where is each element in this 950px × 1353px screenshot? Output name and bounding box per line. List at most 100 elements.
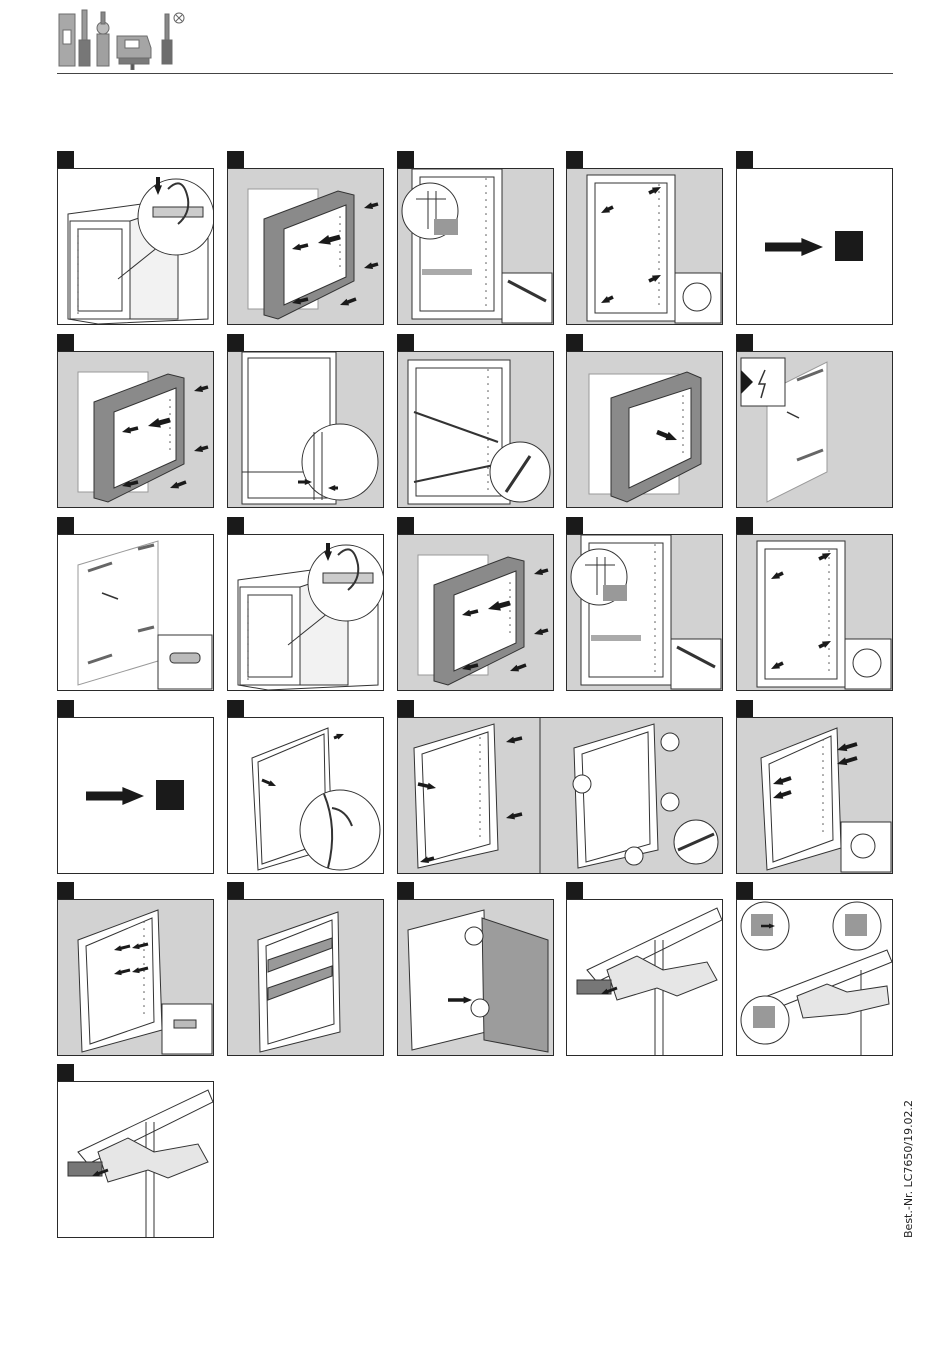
instruction-step <box>57 700 214 874</box>
cabinet-wall-mount-arrows-illustration-drawing <box>58 352 213 507</box>
header-rule <box>57 73 893 74</box>
registered-mark-icon <box>174 13 184 23</box>
cabinet-recess-fit-illustration <box>566 351 723 508</box>
frame-seal-placement-illustration <box>397 717 723 874</box>
measurement-detail-pencil-illustration <box>397 168 554 325</box>
mount-screws-arrows-illustration-drawing <box>737 718 892 873</box>
frame-seal-peel-illustration <box>227 717 384 874</box>
instruction-step <box>566 517 723 691</box>
cabinet-open-detail-screw-illustration <box>227 534 384 691</box>
instruction-step <box>736 700 893 874</box>
cabinet-wall-mount-arrows-illustration <box>227 168 384 325</box>
door-bumpers-illustration-drawing <box>737 535 892 690</box>
electrical-warning-wall-illustration-drawing <box>737 352 892 507</box>
instruction-step <box>227 334 384 508</box>
instruction-step <box>57 1064 214 1238</box>
instruction-step <box>227 517 384 691</box>
step-number-marker <box>736 882 753 899</box>
glass-shelves-illustration-drawing <box>228 900 383 1055</box>
measurement-detail-pencil-illustration-drawing <box>567 535 722 690</box>
hinge-cover-attach-illustration-drawing <box>58 1082 213 1237</box>
instruction-step <box>57 151 214 325</box>
cabinet-wall-mount-arrows-illustration-drawing <box>398 535 553 690</box>
instruction-step <box>736 151 893 325</box>
wall-drilling-dowel-illustration-drawing <box>58 535 213 690</box>
drill-icon <box>97 12 109 66</box>
step-number-marker <box>227 700 244 717</box>
measurement-detail-pencil-illustration <box>566 534 723 691</box>
screwdriver-icon <box>79 10 90 66</box>
instruction-step <box>397 334 554 508</box>
step-number-marker <box>736 517 753 534</box>
hinge-cover-attach-illustration <box>57 1081 214 1238</box>
instruction-step <box>397 517 554 691</box>
instruction-step <box>566 151 723 325</box>
cabinet-open-detail-screw-illustration-drawing <box>228 535 383 690</box>
door-bumpers-illustration-drawing <box>567 169 722 324</box>
electrical-warning-wall-illustration <box>736 351 893 508</box>
hinge-cover-remove-illustration-drawing <box>567 900 722 1055</box>
step-number-marker <box>57 1064 74 1081</box>
screwdriver-icon <box>162 14 172 64</box>
step-number-marker <box>227 151 244 168</box>
instruction-step <box>57 882 214 1056</box>
step-number-marker <box>397 151 414 168</box>
instruction-step <box>227 700 384 874</box>
door-hang-illustration <box>397 899 554 1056</box>
instruction-step <box>736 517 893 691</box>
step-number-marker <box>736 700 753 717</box>
step-number-marker <box>397 517 414 534</box>
frame-seal-peel-illustration-drawing <box>228 718 383 873</box>
shelf-clips-illustration-drawing <box>58 900 213 1055</box>
step-number-marker <box>397 700 414 717</box>
instruction-step <box>736 882 893 1056</box>
mount-screws-arrows-illustration <box>736 717 893 874</box>
cabinet-open-detail-screw-illustration <box>57 168 214 325</box>
door-bumpers-illustration <box>736 534 893 691</box>
instruction-step <box>736 334 893 508</box>
hinge-adjust-directions-illustration <box>736 899 893 1056</box>
instruction-step <box>566 334 723 508</box>
instruction-step <box>397 882 554 1056</box>
step-number-marker <box>57 700 74 717</box>
step-number-marker <box>566 151 583 168</box>
goto-step-arrow-illustration <box>736 168 893 325</box>
glass-shelves-illustration <box>227 899 384 1056</box>
hinge-adjust-directions-illustration-drawing <box>737 900 892 1055</box>
door-bumpers-illustration <box>566 168 723 325</box>
frame-gap-detail-illustration <box>227 351 384 508</box>
cabinet-wall-mount-arrows-illustration-drawing <box>228 169 383 324</box>
jigsaw-icon <box>117 36 151 70</box>
shelf-clips-illustration <box>57 899 214 1056</box>
step-number-marker <box>57 151 74 168</box>
step-number-marker <box>227 517 244 534</box>
goto-step-arrow-illustration <box>57 717 214 874</box>
instruction-step <box>227 151 384 325</box>
hinge-cover-remove-illustration <box>566 899 723 1056</box>
instruction-step <box>57 334 214 508</box>
adjustment-lines-pencil-illustration-drawing <box>398 352 553 507</box>
order-number: Best.-Nr. LC7650/19.02.2 <box>902 1100 915 1238</box>
instruction-step <box>397 700 723 874</box>
instruction-step <box>397 151 554 325</box>
step-number-marker <box>566 882 583 899</box>
step-number-marker <box>57 882 74 899</box>
adjustment-lines-pencil-illustration <box>397 351 554 508</box>
cabinet-wall-mount-arrows-illustration <box>397 534 554 691</box>
spirit-level-icon <box>59 14 75 66</box>
step-number-marker <box>397 882 414 899</box>
measurement-detail-pencil-illustration-drawing <box>398 169 553 324</box>
cabinet-open-detail-screw-illustration-drawing <box>58 169 213 324</box>
step-number-marker <box>227 882 244 899</box>
cabinet-wall-mount-arrows-illustration <box>57 351 214 508</box>
goto-step-arrow-illustration-drawing <box>737 169 892 324</box>
frame-seal-placement-illustration-drawing <box>398 718 722 873</box>
step-number-marker <box>57 517 74 534</box>
instruction-step <box>566 882 723 1056</box>
door-hang-illustration-drawing <box>398 900 553 1055</box>
cabinet-recess-fit-illustration-drawing <box>567 352 722 507</box>
step-number-marker <box>397 334 414 351</box>
wall-drilling-dowel-illustration <box>57 534 214 691</box>
step-number-marker <box>57 334 74 351</box>
step-number-marker <box>227 334 244 351</box>
